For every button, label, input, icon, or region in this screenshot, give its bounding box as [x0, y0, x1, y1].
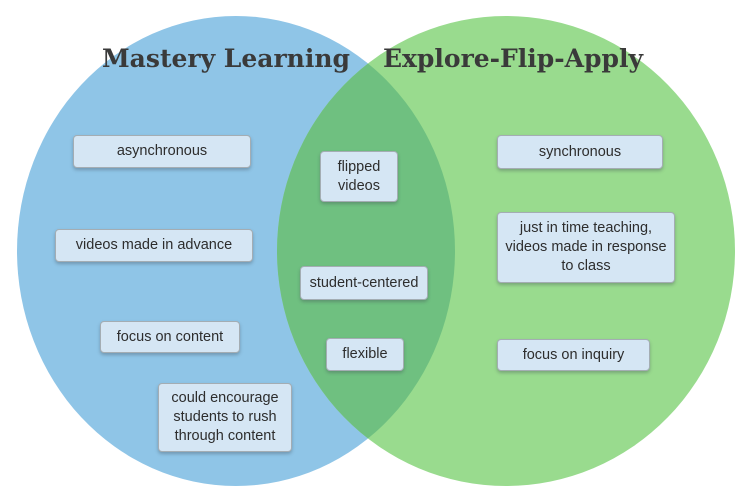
left-circle-title: Mastery Learning [102, 44, 350, 73]
label-flipped-videos: flipped videos [320, 151, 398, 202]
label-videos-made-in-advance: videos made in advance [55, 229, 253, 262]
label-just-in-time-teaching: just in time teaching, videos made in re… [497, 212, 675, 283]
label-flexible: flexible [326, 338, 404, 371]
label-synchronous: synchronous [497, 135, 663, 169]
label-student-centered: student-centered [300, 266, 428, 300]
label-asynchronous: asynchronous [73, 135, 251, 168]
right-circle-title: Explore-Flip-Apply [382, 44, 644, 73]
label-rush-through-content: could encourage students to rush through… [158, 383, 292, 452]
label-focus-on-content: focus on content [100, 321, 240, 353]
label-focus-on-inquiry: focus on inquiry [497, 339, 650, 371]
